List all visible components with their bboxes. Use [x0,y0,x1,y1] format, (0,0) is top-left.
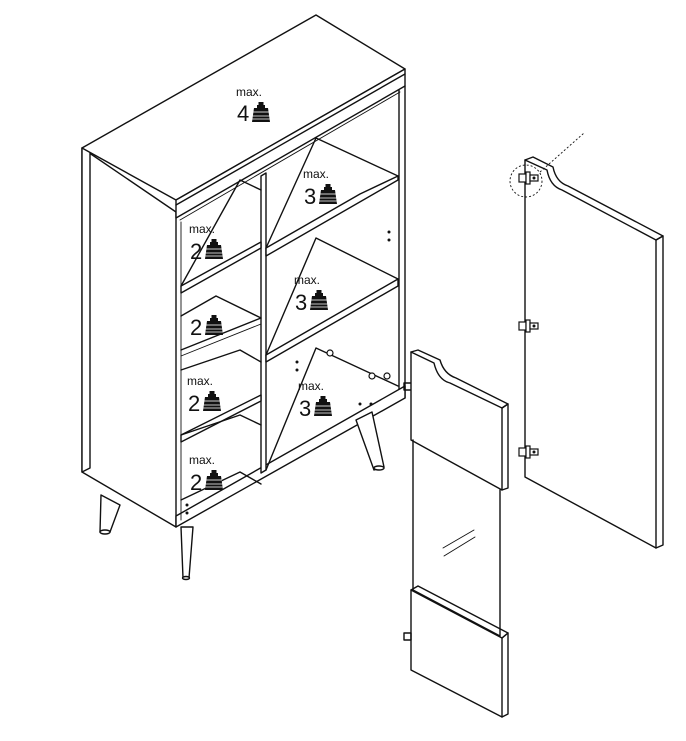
max-text: max. [298,379,324,393]
load-value: 2 [190,315,202,340]
load-label-right-upper: max. 3 [303,167,338,209]
load-label-left-2: 2 [190,314,224,340]
weight-icon [204,469,224,491]
max-text: max. [303,167,329,181]
load-label-left-4: max. 2 [189,453,224,495]
load-label-left-3: max. 2 [187,374,222,416]
cabinet-body [81,14,413,528]
max-text: max. [189,453,215,467]
glass-door [403,349,509,718]
load-value: 2 [190,470,202,495]
load-label-top: max. 4 [236,85,271,126]
max-text: max. [294,273,320,287]
weight-icon [202,390,222,412]
load-label-left-1: max. 2 [189,222,224,264]
weight-icon [204,314,224,336]
weight-icon [204,238,224,260]
solid-door [509,132,664,549]
weight-icon [313,395,333,417]
cabinet-legs [99,411,385,581]
load-value: 3 [304,184,316,209]
load-value: 2 [190,239,202,264]
load-label-right-lower: max. 3 [298,379,333,421]
load-value: 4 [237,101,249,126]
load-label-right-middle: max. 3 [294,273,329,315]
load-value: 2 [188,391,200,416]
max-text: max. [187,374,213,388]
weight-icon [309,289,329,311]
max-text: max. [189,222,215,236]
weight-icon [318,183,338,205]
max-text: max. [236,85,262,99]
load-value: 3 [295,290,307,315]
load-value: 3 [299,396,311,421]
